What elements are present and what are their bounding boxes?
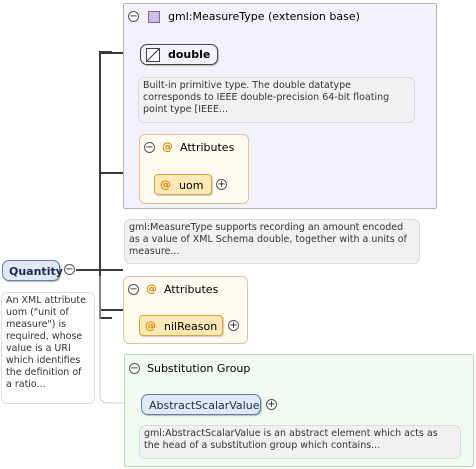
extension-attributes-box: − @ Attributes @ uom + <box>139 134 249 204</box>
measure-type-doc: gml:MeasureType supports recording an am… <box>124 219 420 264</box>
expand-nilreason-icon[interactable]: + <box>228 320 239 331</box>
substitution-group-label: Substitution Group <box>147 362 251 375</box>
element-abstractscalarvalue[interactable]: AbstractScalarValue <box>141 394 261 415</box>
doc-line: An XML attribute <box>6 295 86 306</box>
extension-box: − gml:MeasureType (extension base) doubl… <box>123 3 437 209</box>
attributes-box: − @ Attributes @ nilReason + <box>123 276 248 344</box>
doc-line: the definition of <box>6 367 82 378</box>
base-type-label: double <box>168 48 211 61</box>
attribute-icon: @ <box>160 178 171 191</box>
doc-line: Built-in primitive type. The double data… <box>143 80 351 91</box>
doc-line: a ratio... <box>6 379 46 390</box>
expand-uom-icon[interactable]: + <box>216 179 227 190</box>
attributes-label: Attributes <box>164 283 219 296</box>
attributes-label: Attributes <box>180 141 235 154</box>
quantity-doc: An XML attribute uom ("unit of measure")… <box>1 292 95 404</box>
attribute-uom[interactable]: @ uom <box>154 174 212 195</box>
collapse-attributes-icon[interactable]: − <box>144 142 155 153</box>
attribute-group-icon: @ <box>162 140 173 153</box>
doc-line: corresponds to IEEE double-precision 64-… <box>143 92 390 103</box>
doc-line: gml:AbstractScalarValue is an abstract e… <box>144 428 438 439</box>
doc-line: the head of a substitution group which c… <box>144 440 381 451</box>
doc-line: gml:MeasureType supports recording an am… <box>129 222 404 233</box>
doc-line: uom ("unit of <box>6 307 69 318</box>
attribute-uom-label: uom <box>179 179 204 192</box>
attribute-icon: @ <box>145 319 156 332</box>
doc-line: value is a URI <box>6 343 71 354</box>
substitution-group-box: − Substitution Group AbstractScalarValue… <box>124 354 474 467</box>
substitution-doc: gml:AbstractScalarValue is an abstract e… <box>139 425 461 459</box>
doc-line: point type [IEEE... <box>143 104 229 115</box>
collapse-extension-icon[interactable]: − <box>128 11 139 22</box>
expand-abstractscalarvalue-icon[interactable]: + <box>266 399 277 410</box>
attribute-group-icon: @ <box>146 282 157 295</box>
doc-line: required, whose <box>6 331 83 342</box>
collapse-quantity-icon[interactable]: − <box>64 264 75 275</box>
doc-line: measure... <box>129 246 180 257</box>
element-abstractscalarvalue-label: AbstractScalarValue <box>149 399 260 412</box>
complex-type-icon <box>148 11 160 23</box>
attribute-nilreason-label: nilReason <box>164 320 218 333</box>
base-type-double[interactable]: double <box>140 44 218 65</box>
base-type-doc: Built-in primitive type. The double data… <box>138 77 415 123</box>
doc-line: which identifies <box>6 355 81 366</box>
doc-line: measure") is <box>6 319 67 330</box>
simple-type-icon <box>146 48 160 62</box>
collapse-attributes-icon[interactable]: − <box>128 284 139 295</box>
extension-header: gml:MeasureType (extension base) <box>168 10 360 23</box>
doc-line: as a value of XML Schema double, togethe… <box>129 234 407 245</box>
collapse-substitution-icon[interactable]: − <box>129 363 140 374</box>
attribute-nilreason[interactable]: @ nilReason <box>139 315 223 336</box>
element-quantity-label: Quantity <box>9 265 63 278</box>
element-quantity[interactable]: Quantity <box>2 260 63 281</box>
